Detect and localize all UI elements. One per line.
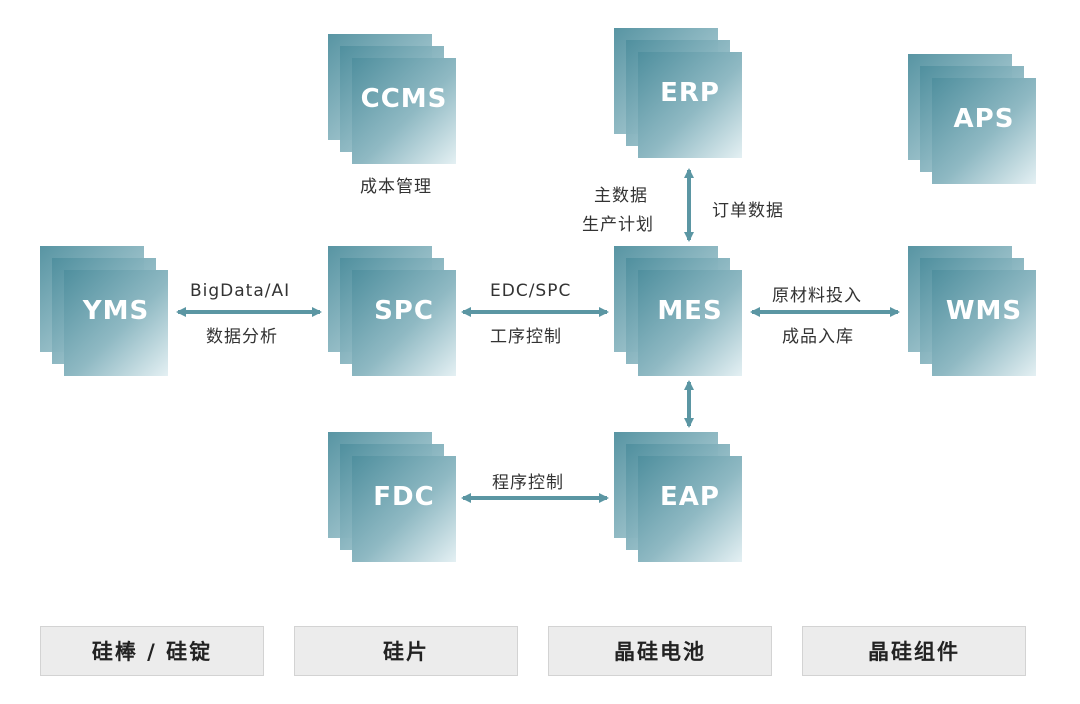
- link-yms-spc-top: BigData/AI: [190, 281, 291, 301]
- link-spc-mes-bottom: 工序控制: [490, 327, 562, 347]
- link-erp-mes-left-1: 主数据: [594, 186, 648, 206]
- stage-ingot: 硅棒 / 硅锭: [40, 626, 264, 676]
- link-yms-spc-bottom: 数据分析: [206, 327, 278, 347]
- node-yms-label: YMS: [82, 296, 150, 326]
- node-ccms-label: CCMS: [360, 84, 448, 114]
- node-fdc-label: FDC: [373, 482, 435, 512]
- node-wms-label: WMS: [945, 296, 1023, 326]
- link-mes-wms-bottom: 成品入库: [782, 327, 854, 347]
- link-spc-mes-top: EDC/SPC: [490, 281, 572, 301]
- node-mes-label: MES: [657, 296, 723, 326]
- link-erp-mes-right: 订单数据: [712, 201, 784, 221]
- stage-module: 晶硅组件: [802, 626, 1026, 676]
- node-erp-label: ERP: [660, 78, 720, 108]
- ccms-caption: 成本管理: [360, 177, 432, 197]
- link-erp-mes-left-2: 生产计划: [582, 215, 654, 235]
- stage-cell: 晶硅电池: [548, 626, 772, 676]
- stage-wafer: 硅片: [294, 626, 518, 676]
- node-eap-label: EAP: [660, 482, 720, 512]
- node-aps-label: APS: [953, 104, 1015, 134]
- link-mes-wms-top: 原材料投入: [772, 286, 862, 306]
- link-fdc-eap: 程序控制: [492, 473, 564, 493]
- node-spc-label: SPC: [374, 296, 434, 326]
